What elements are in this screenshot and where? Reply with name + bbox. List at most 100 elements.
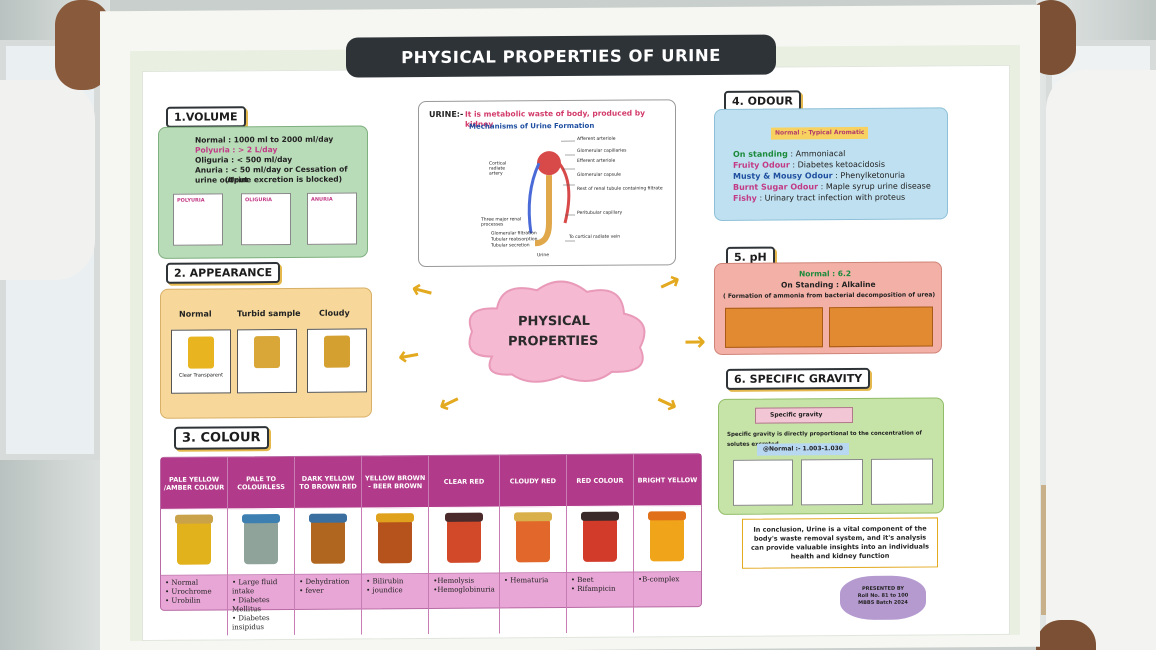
colour-column-header: CLEAR RED	[429, 455, 499, 508]
vein-shape	[527, 162, 541, 234]
colour-column: DARK YELLOW TO BROWN RED • Dehydration • …	[295, 456, 363, 635]
urine-sample-jar	[175, 513, 214, 565]
volume-tag: 1.VOLUME	[166, 106, 246, 128]
renal-tubule-shape	[534, 175, 552, 247]
sg-tag: 6. SPECIFIC GRAVITY	[726, 367, 871, 390]
center-label-2: PROPERTIES	[508, 333, 599, 350]
appearance-normal-box: Clear Transparent	[171, 329, 231, 394]
poster-title: PHYSICAL PROPERTIES OF URINE	[346, 34, 776, 78]
urine-formation-box: URINE:- It is metabolic waste of body, p…	[418, 99, 676, 268]
center-cloud	[468, 280, 646, 383]
jar-cap	[175, 513, 214, 524]
label-cortical-vein: To cortical radiate vein	[569, 234, 621, 241]
sg-normal: @Normal :- 1.003-1.030	[757, 443, 849, 456]
odour-row-3: Musty & Mousy Odour : Phenylketonuria	[733, 170, 906, 181]
appearance-normal-caption: Clear Transparent	[178, 372, 224, 379]
peritubular-capillary-shape	[557, 162, 571, 224]
colour-column-image	[161, 509, 228, 576]
label-secretion: Tubular secretion	[491, 243, 530, 249]
odour-row-2: Fruity Odour : Diabetes ketoacidosis	[733, 159, 886, 170]
presented-line-3: MBBS Batch 2024	[858, 599, 908, 606]
colour-column-header: DARK YELLOW TO BROWN RED	[295, 456, 362, 509]
volume-oliguria: Oliguria : < 500 ml/day	[195, 154, 293, 165]
presented-by-badge: PRESENTED BY Roll No. 81 to 100 MBBS Bat…	[840, 575, 926, 621]
cloudy-urine-jar	[324, 335, 350, 368]
appearance-turbid-box	[237, 328, 297, 394]
label-cortical-artery: Cortical radiate artery	[489, 161, 507, 177]
poster: PHYSICAL PROPERTIES OF URINE 1.VOLUME No…	[100, 4, 1040, 650]
center-label-1: PHYSICAL	[518, 313, 590, 330]
polyuria-note: POLYURIA	[173, 193, 223, 246]
colour-column: CLOUDY RED• Hematuria	[499, 455, 567, 634]
colour-column: BRIGHT YELLOW•B-complex	[633, 454, 701, 632]
colour-column-image	[228, 508, 295, 576]
volume-anuria-note: (Urine excretion is blocked)	[225, 174, 343, 185]
ph-normal: Normal : 6.2	[799, 269, 852, 279]
urine-subtitle: Mechanisms of Urine Formation	[469, 121, 595, 131]
colour-column-causes: •Hemolysis •Hemoglobinuria	[433, 576, 495, 594]
label-glomerular-capillaries: Glomerular capillaries	[577, 148, 627, 154]
urine-sample-jar	[648, 510, 687, 561]
colour-column-causes: • Beet • Rifampicin	[570, 575, 616, 593]
label-urine: Urine	[537, 253, 550, 259]
appearance-label-turbid: Turbid sample	[237, 308, 301, 319]
urine-sample-jar	[445, 512, 484, 563]
label-filtration: Glomerular filtration	[491, 231, 537, 237]
label-reabsorption: Tubular reabsorption	[491, 237, 538, 243]
volume-card: Normal : 1000 ml to 2000 ml/day Polyuria…	[158, 125, 368, 259]
volume-polyuria: Polyuria : > 2 L/day	[195, 145, 278, 155]
label-peritubular: Peritubular capillary	[577, 210, 623, 216]
glomerulus-shape	[537, 151, 561, 176]
urine-heading: URINE:-	[429, 109, 464, 119]
colour-column-image	[295, 508, 362, 575]
jar-cap	[376, 512, 415, 522]
sg-note-2	[801, 458, 863, 506]
urine-sample-jar	[580, 511, 619, 562]
volume-normal: Normal : 1000 ml to 2000 ml/day	[195, 134, 334, 145]
colour-column-image	[499, 507, 566, 574]
urine-sample-jar	[242, 513, 281, 564]
label-efferent: Efferent arteriole	[577, 158, 616, 164]
colour-column-header: CLOUDY RED	[499, 455, 566, 508]
colour-table: PALE YELLOW /AMBER COLOUR• Normal • Uroc…	[160, 453, 702, 636]
colour-column-header: PALE TO COLOURLESS	[228, 456, 295, 510]
ph-acidic-note	[725, 307, 823, 348]
oliguria-note: OLIGURIA	[241, 192, 291, 246]
colour-column-header: RED COLOUR	[566, 454, 633, 508]
turbid-urine-jar	[254, 336, 280, 369]
odour-normal: Normal :- Typical Aromatic	[771, 126, 869, 140]
urine-sample-jar	[376, 512, 415, 563]
jar-cap	[309, 513, 348, 523]
jar-cap	[513, 511, 552, 521]
label-afferent: Afferent arteriole	[577, 136, 616, 142]
jar-cap	[648, 510, 687, 520]
colour-column-header: BRIGHT YELLOW	[633, 454, 701, 507]
colour-column: PALE YELLOW /AMBER COLOUR• Normal • Uroc…	[161, 457, 229, 636]
colour-column-image	[633, 506, 701, 573]
colour-column-causes: • Bilirubin • joundice	[366, 577, 404, 595]
sg-formula: Specific gravity	[755, 407, 854, 424]
arrow-to-ph-icon: →	[684, 327, 706, 358]
conclusion-box: In conclusion, Urine is a vital componen…	[742, 517, 938, 569]
urine-sample-jar	[309, 513, 348, 564]
right-hand-bottom	[1036, 620, 1096, 650]
label-capsule: Glomerular capsule	[577, 172, 621, 178]
sg-note-3	[871, 458, 933, 505]
label-three-processes: Three major renal processes	[481, 217, 522, 228]
nephron-diagram	[527, 140, 575, 247]
colour-column: CLEAR RED •Hemolysis •Hemoglobinuria	[429, 455, 500, 634]
odour-row-1: On standing : Ammoniacal	[733, 149, 846, 159]
colour-column-causes: • Dehydration • fever	[299, 577, 350, 595]
colour-column-header: YELLOW BROWN - BEER BROWN	[362, 455, 429, 509]
colour-column: YELLOW BROWN - BEER BROWN • Bilirubin • j…	[362, 455, 430, 635]
odour-row-5: Fishy : Urinary tract infection with pro…	[733, 192, 906, 203]
left-arm	[0, 80, 95, 280]
label-rest-tubule: Rest of renal tubule containing filtrate	[577, 186, 663, 192]
colour-column-causes: • Normal • Urochrome • Urobilin	[165, 578, 212, 605]
colour-column-image	[362, 507, 429, 575]
sg-note-1	[733, 459, 793, 506]
appearance-cloudy-box	[307, 328, 367, 393]
colour-column-image	[429, 507, 499, 574]
appearance-label-cloudy: Cloudy	[319, 308, 350, 318]
jar-cap	[580, 511, 619, 521]
